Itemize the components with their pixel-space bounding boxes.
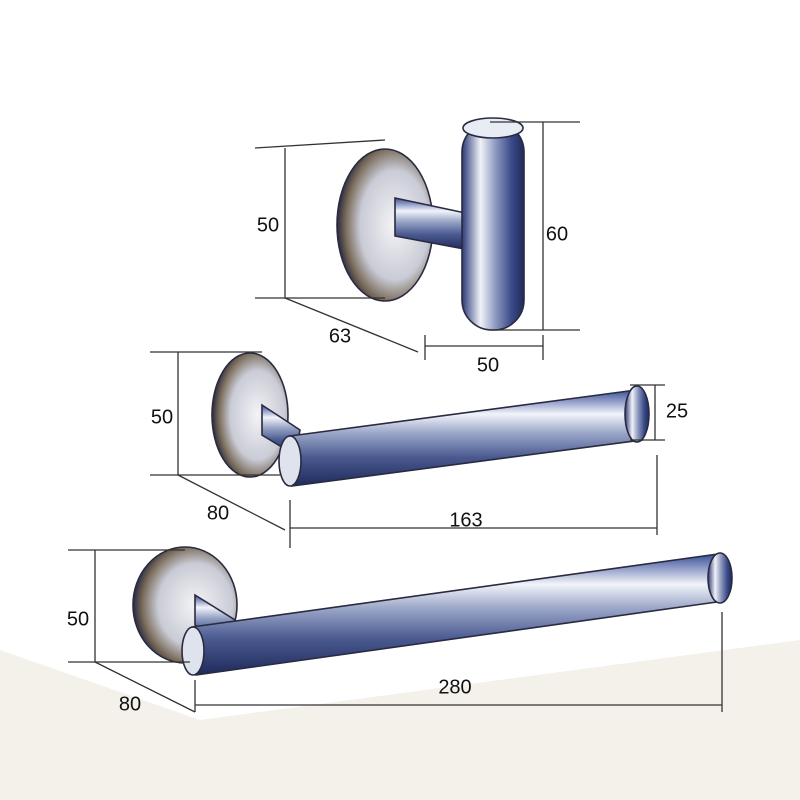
holder-tube: [289, 389, 643, 487]
bar-depth-label: 80: [119, 693, 141, 715]
holder-rosette: [211, 352, 289, 478]
bar-tube-end: [181, 626, 205, 676]
holder-height-label: 50: [151, 406, 173, 428]
holder-end-cap: [624, 385, 650, 443]
bar-dimensions: 50 80 280: [67, 549, 723, 715]
holder-tube-end: [278, 435, 302, 487]
bar-height-label: 50: [67, 608, 89, 630]
towel-bar: [132, 546, 733, 676]
robe-hook: [336, 117, 525, 331]
holder-length-label: 163: [449, 509, 482, 531]
holder-depth-label: 80: [207, 502, 229, 524]
hook-post: [461, 121, 525, 331]
hook-post-top: [462, 117, 524, 139]
holder-dimensions: 50 25 80 163: [150, 351, 688, 548]
bar-end-cap: [707, 552, 733, 604]
bar-length-label: 280: [438, 676, 471, 698]
hook-depth-label: 63: [329, 325, 351, 347]
hook-width-label: 50: [477, 354, 499, 376]
hook-dimensions: 50 60 63 50: [254, 121, 580, 376]
toilet-paper-holder: [211, 352, 650, 487]
hook-post-height-label: 60: [546, 223, 568, 245]
floor-shading: [0, 640, 800, 800]
hook-height-label: 50: [257, 214, 279, 236]
holder-diameter-label: 25: [666, 400, 688, 422]
bar-tube: [191, 553, 725, 676]
